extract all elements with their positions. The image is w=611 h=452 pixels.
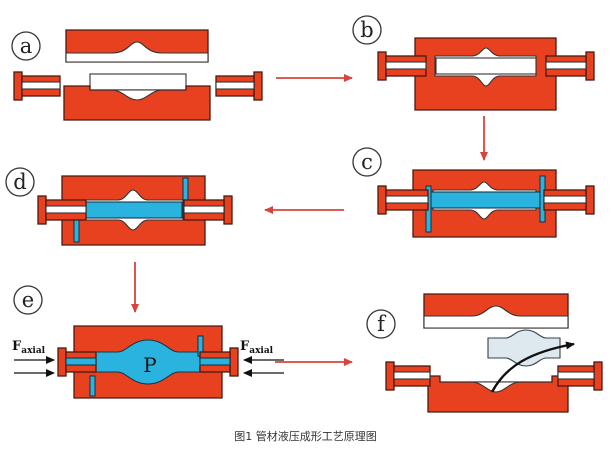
seal-left bbox=[89, 375, 96, 397]
right-punch bbox=[545, 51, 595, 81]
step-b-label: b bbox=[360, 18, 373, 42]
force-left-label: Faxial bbox=[12, 339, 46, 356]
removal-arrow bbox=[490, 341, 575, 393]
formed-part bbox=[487, 329, 561, 367]
left-punch bbox=[57, 347, 97, 377]
right-punch bbox=[543, 185, 595, 215]
step-b: b bbox=[352, 15, 595, 111]
step-c-label: c bbox=[361, 150, 373, 174]
left-punch bbox=[377, 185, 429, 215]
left-punch bbox=[385, 361, 431, 391]
step-f-label: f bbox=[377, 312, 387, 336]
internal-pressure-label: P bbox=[143, 353, 156, 377]
tube-blank bbox=[435, 57, 537, 75]
lower-die bbox=[63, 85, 211, 121]
step-f-circle bbox=[366, 309, 396, 339]
figure-caption: 图1 管材液压成形工艺原理图 bbox=[234, 430, 377, 443]
tube-blank bbox=[89, 73, 187, 91]
step-c: c bbox=[352, 147, 595, 238]
step-e: e P Faxial Faxial bbox=[12, 285, 284, 399]
fluid-filled-tube bbox=[85, 201, 183, 219]
lower-die bbox=[427, 375, 569, 413]
step-f: f bbox=[366, 293, 603, 413]
upper-die-cavity bbox=[65, 41, 209, 63]
left-punch bbox=[13, 71, 61, 101]
step-a-label: a bbox=[20, 34, 33, 58]
step-d-label: d bbox=[13, 170, 26, 194]
step-a-circle bbox=[11, 31, 41, 61]
left-punch bbox=[377, 51, 427, 81]
right-punch bbox=[557, 361, 603, 391]
right-punch bbox=[199, 347, 239, 377]
step-d-circle bbox=[5, 167, 35, 197]
force-right-label: Faxial bbox=[240, 339, 274, 356]
step-d: d bbox=[5, 167, 233, 246]
right-punch bbox=[215, 71, 263, 101]
lower-die-cavity bbox=[90, 89, 186, 101]
left-punch bbox=[37, 195, 87, 225]
step-e-circle bbox=[13, 285, 43, 315]
seal-right bbox=[182, 177, 189, 203]
fluid-filled-tube bbox=[429, 191, 543, 209]
right-punch bbox=[183, 195, 233, 225]
upper-die-cavity bbox=[423, 305, 569, 329]
step-b-circle bbox=[352, 15, 382, 45]
step-a: a bbox=[11, 29, 263, 121]
step-e-label: e bbox=[22, 288, 34, 312]
step-c-circle bbox=[352, 147, 382, 177]
